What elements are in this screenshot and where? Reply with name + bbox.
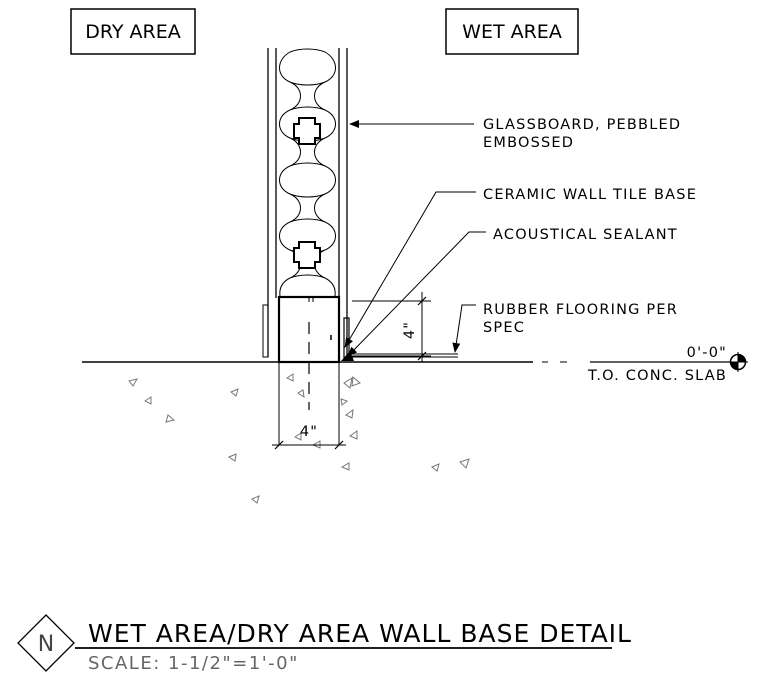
svg-text:DRY AREA: DRY AREA — [85, 21, 180, 43]
base-width-dimension: 4" — [272, 424, 346, 450]
dry-area-label: DRY AREA — [70, 8, 196, 55]
stud-section-lower — [293, 241, 321, 269]
footing — [278, 362, 340, 445]
datum-target-icon — [728, 352, 748, 372]
svg-text:RUBBER FLOORING PER: RUBBER FLOORING PER — [483, 302, 678, 318]
svg-text:CERAMIC WALL TILE BASE: CERAMIC WALL TILE BASE — [483, 187, 697, 203]
rubber-flooring — [349, 353, 458, 358]
callout-leaders — [344, 120, 486, 357]
wall-assembly — [262, 48, 348, 410]
svg-text:ACOUSTICAL SEALANT: ACOUSTICAL SEALANT — [493, 227, 678, 243]
svg-text:GLASSBOARD, PEBBLED: GLASSBOARD, PEBBLED — [483, 117, 681, 133]
title-block: N WET AREA/DRY AREA WALL BASE DETAIL SCA… — [17, 614, 632, 674]
detail-title: WET AREA/DRY AREA WALL BASE DETAIL — [88, 619, 632, 648]
svg-text:WET AREA: WET AREA — [462, 21, 562, 43]
detail-marker-diamond — [17, 614, 75, 672]
svg-text:4": 4" — [402, 321, 418, 339]
elevation-label: T.O. CONC. SLAB — [587, 368, 727, 384]
elevation-value: 0'-0" — [687, 345, 727, 361]
stud-section-upper — [293, 117, 321, 145]
svg-text:SPEC: SPEC — [483, 320, 525, 336]
concrete-aggregate — [128, 373, 470, 504]
detail-scale: SCALE: 1-1/2"=1'-0" — [88, 653, 299, 674]
svg-text:EMBOSSED: EMBOSSED — [483, 135, 574, 151]
wet-area-label: WET AREA — [445, 8, 579, 55]
base-height-dimension: 4" — [352, 292, 431, 362]
elevation-marker: 0'-0" T.O. CONC. SLAB — [587, 345, 748, 384]
detail-marker-letter: N — [38, 632, 54, 657]
callout-labels: GLASSBOARD, PEBBLED EMBOSSED CERAMIC WAL… — [483, 117, 697, 336]
svg-text:4": 4" — [300, 424, 318, 440]
